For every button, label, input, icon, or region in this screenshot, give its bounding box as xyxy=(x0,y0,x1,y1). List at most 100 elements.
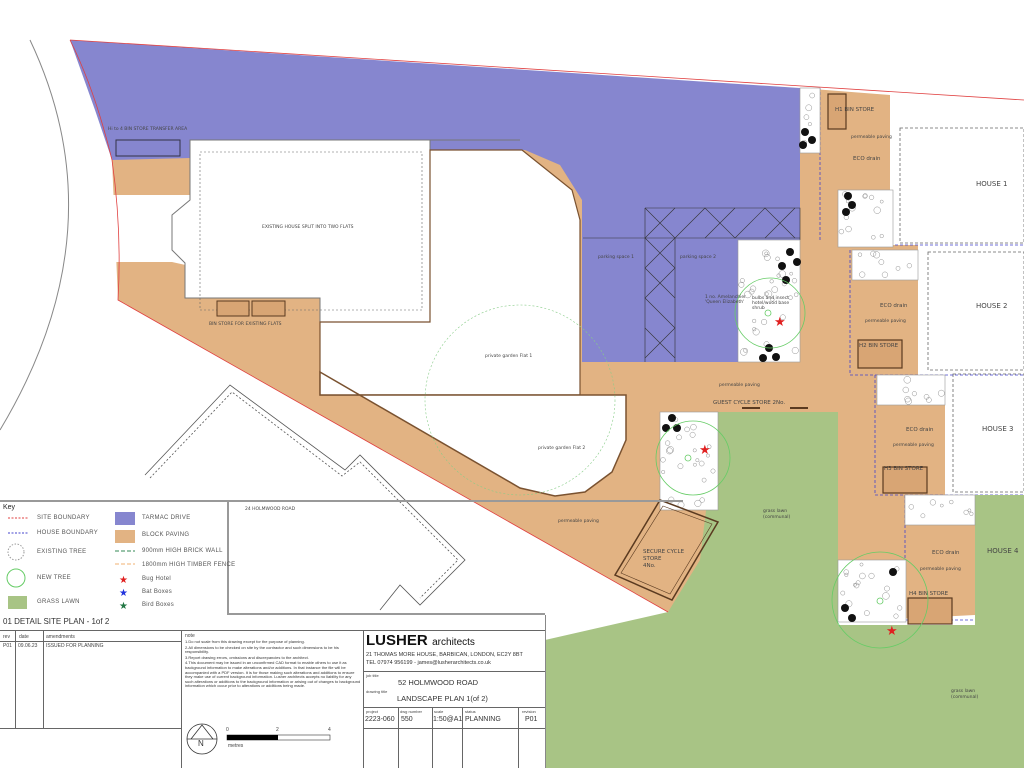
shrub-icon xyxy=(776,273,781,278)
shrub-icon xyxy=(666,447,673,455)
shrub-icon xyxy=(859,572,866,580)
shrub-icon xyxy=(701,477,707,483)
shrub-icon xyxy=(859,271,866,278)
shrub-icon xyxy=(775,256,780,261)
north-and-scale xyxy=(186,723,331,755)
shrub-icon xyxy=(689,431,696,438)
key-label: 1800mm HIGH TIMBER FENCE xyxy=(142,562,236,568)
key-label: BLOCK PAVING xyxy=(142,532,190,538)
bin-store-transfer xyxy=(115,139,181,157)
shrub-icon xyxy=(843,569,849,575)
evergreen-shrub-icon xyxy=(799,141,807,149)
shrub-icon xyxy=(677,463,684,470)
evergreen-shrub-icon xyxy=(759,354,767,362)
amendment-value: ISSUED FOR PLANNING xyxy=(46,643,104,649)
scale-tick: 4 xyxy=(328,727,331,733)
lawn-label: grass lawn xyxy=(951,688,975,694)
lawn-label: (communal) xyxy=(763,514,790,520)
evergreen-shrub-icon xyxy=(844,192,852,200)
key-label: Bird Boxes xyxy=(142,602,175,608)
shrub-icon xyxy=(668,496,675,503)
house-4-label: HOUSE 4 xyxy=(987,547,1019,555)
secure-cycle-label: 4No. xyxy=(643,563,656,569)
evergreen-shrub-icon xyxy=(808,136,816,144)
dwg-label: dwg number xyxy=(400,709,423,714)
shrub-icon xyxy=(940,503,944,508)
shrub-icon xyxy=(661,470,666,474)
scale-tick: 2 xyxy=(276,727,279,733)
sheet-title: 01 DETAIL SITE PLAN - 1of 2 xyxy=(3,617,110,626)
project-label: project xyxy=(366,709,379,714)
shrub-icon xyxy=(744,290,752,299)
key-label: HOUSE BOUNDARY xyxy=(37,530,99,536)
date-header: date xyxy=(19,634,29,640)
bin-store-label: H1 BIN STORE xyxy=(835,107,875,113)
bug-hotel-icon: ★ xyxy=(699,442,711,457)
grass-lawn-key-icon xyxy=(8,596,27,609)
house-3-label: HOUSE 3 xyxy=(982,425,1013,433)
project-value: 2223-060 xyxy=(365,716,395,723)
white-area-left xyxy=(110,195,190,266)
shrub-icon xyxy=(879,234,884,238)
shrub-icon xyxy=(923,394,930,400)
status-value: PLANNING xyxy=(465,716,501,723)
shrub-icon xyxy=(862,193,868,199)
secure-cycle-label: STORE xyxy=(643,556,662,562)
shrub-icon xyxy=(871,235,876,240)
firm-suffix: architects xyxy=(432,637,475,648)
tree-label: 1 no. Amelanchier xyxy=(705,294,746,300)
planting-beds xyxy=(659,87,976,623)
insect-hotel-label: shrub xyxy=(752,305,765,311)
shrub-icon xyxy=(743,348,748,353)
shrub-icon xyxy=(692,448,697,453)
evergreen-shrub-icon xyxy=(772,353,780,361)
shrub-icon xyxy=(853,582,860,589)
house-boundaries xyxy=(819,88,1024,621)
tarmac-key-icon xyxy=(115,512,135,525)
garden-flat-2 xyxy=(319,370,627,497)
shrub-icon xyxy=(740,348,748,356)
shrub-icon xyxy=(868,572,875,579)
shrub-icon xyxy=(882,592,890,600)
firm-logo: LUSHER architects xyxy=(366,632,475,650)
dwg-value: 550 xyxy=(401,716,413,723)
shrub-icon xyxy=(794,292,799,297)
shrub-icon xyxy=(791,347,799,354)
shrub-icon xyxy=(864,610,870,616)
shrub-icon xyxy=(752,318,757,323)
house-2-label: HOUSE 2 xyxy=(976,302,1007,310)
shrub-icon xyxy=(803,114,810,120)
shrub-icon xyxy=(881,271,888,278)
note: 3.Report drawing errors, omissions and d… xyxy=(185,654,309,660)
bin-store-flats-label: BIN STORE FOR EXISTING FLATS xyxy=(209,321,282,327)
shrub-icon xyxy=(684,426,690,433)
shrub-icon xyxy=(857,252,863,257)
lawn-label: (communal) xyxy=(951,694,978,700)
shrub-icon xyxy=(805,104,813,112)
shrub-icon xyxy=(770,297,775,302)
bug-hotel-icon: ★ xyxy=(886,623,898,638)
evergreen-shrub-icon xyxy=(842,208,850,216)
shrub-icon xyxy=(845,600,853,608)
note: 1.Do not scale from this drawing except … xyxy=(185,639,305,644)
shrub-icon xyxy=(706,444,712,449)
drawing-title: LANDSCAPE PLAN 1(of 2) xyxy=(397,694,488,703)
firm-name: LUSHER xyxy=(366,632,428,649)
shrub-icon xyxy=(739,278,745,283)
shrub-icon xyxy=(764,251,769,256)
bin-transfer-label: Hi to 4 BIN STORE TRANSFER AREA xyxy=(108,126,188,132)
shrub-icon xyxy=(838,228,845,235)
planting-bed xyxy=(799,87,821,154)
parking2-label: parking space 2 xyxy=(680,254,716,260)
site-boundary-line xyxy=(69,39,1024,613)
neighbour-boundary-arc xyxy=(0,39,70,431)
firm-contact: TEL 07974 956199 - james@lusherarchitect… xyxy=(366,660,491,666)
shrub-icon xyxy=(844,572,849,577)
shrub-icon xyxy=(690,424,697,431)
shrub-icon xyxy=(752,328,760,336)
existing-house-label: EXISTING HOUSE SPLIT INTO TWO FLATS xyxy=(262,224,354,230)
insect-hotel-label: hotel/wood base xyxy=(752,300,789,306)
existing-tree-key-icon xyxy=(7,543,25,561)
key-label: Bat Boxes xyxy=(142,589,173,595)
